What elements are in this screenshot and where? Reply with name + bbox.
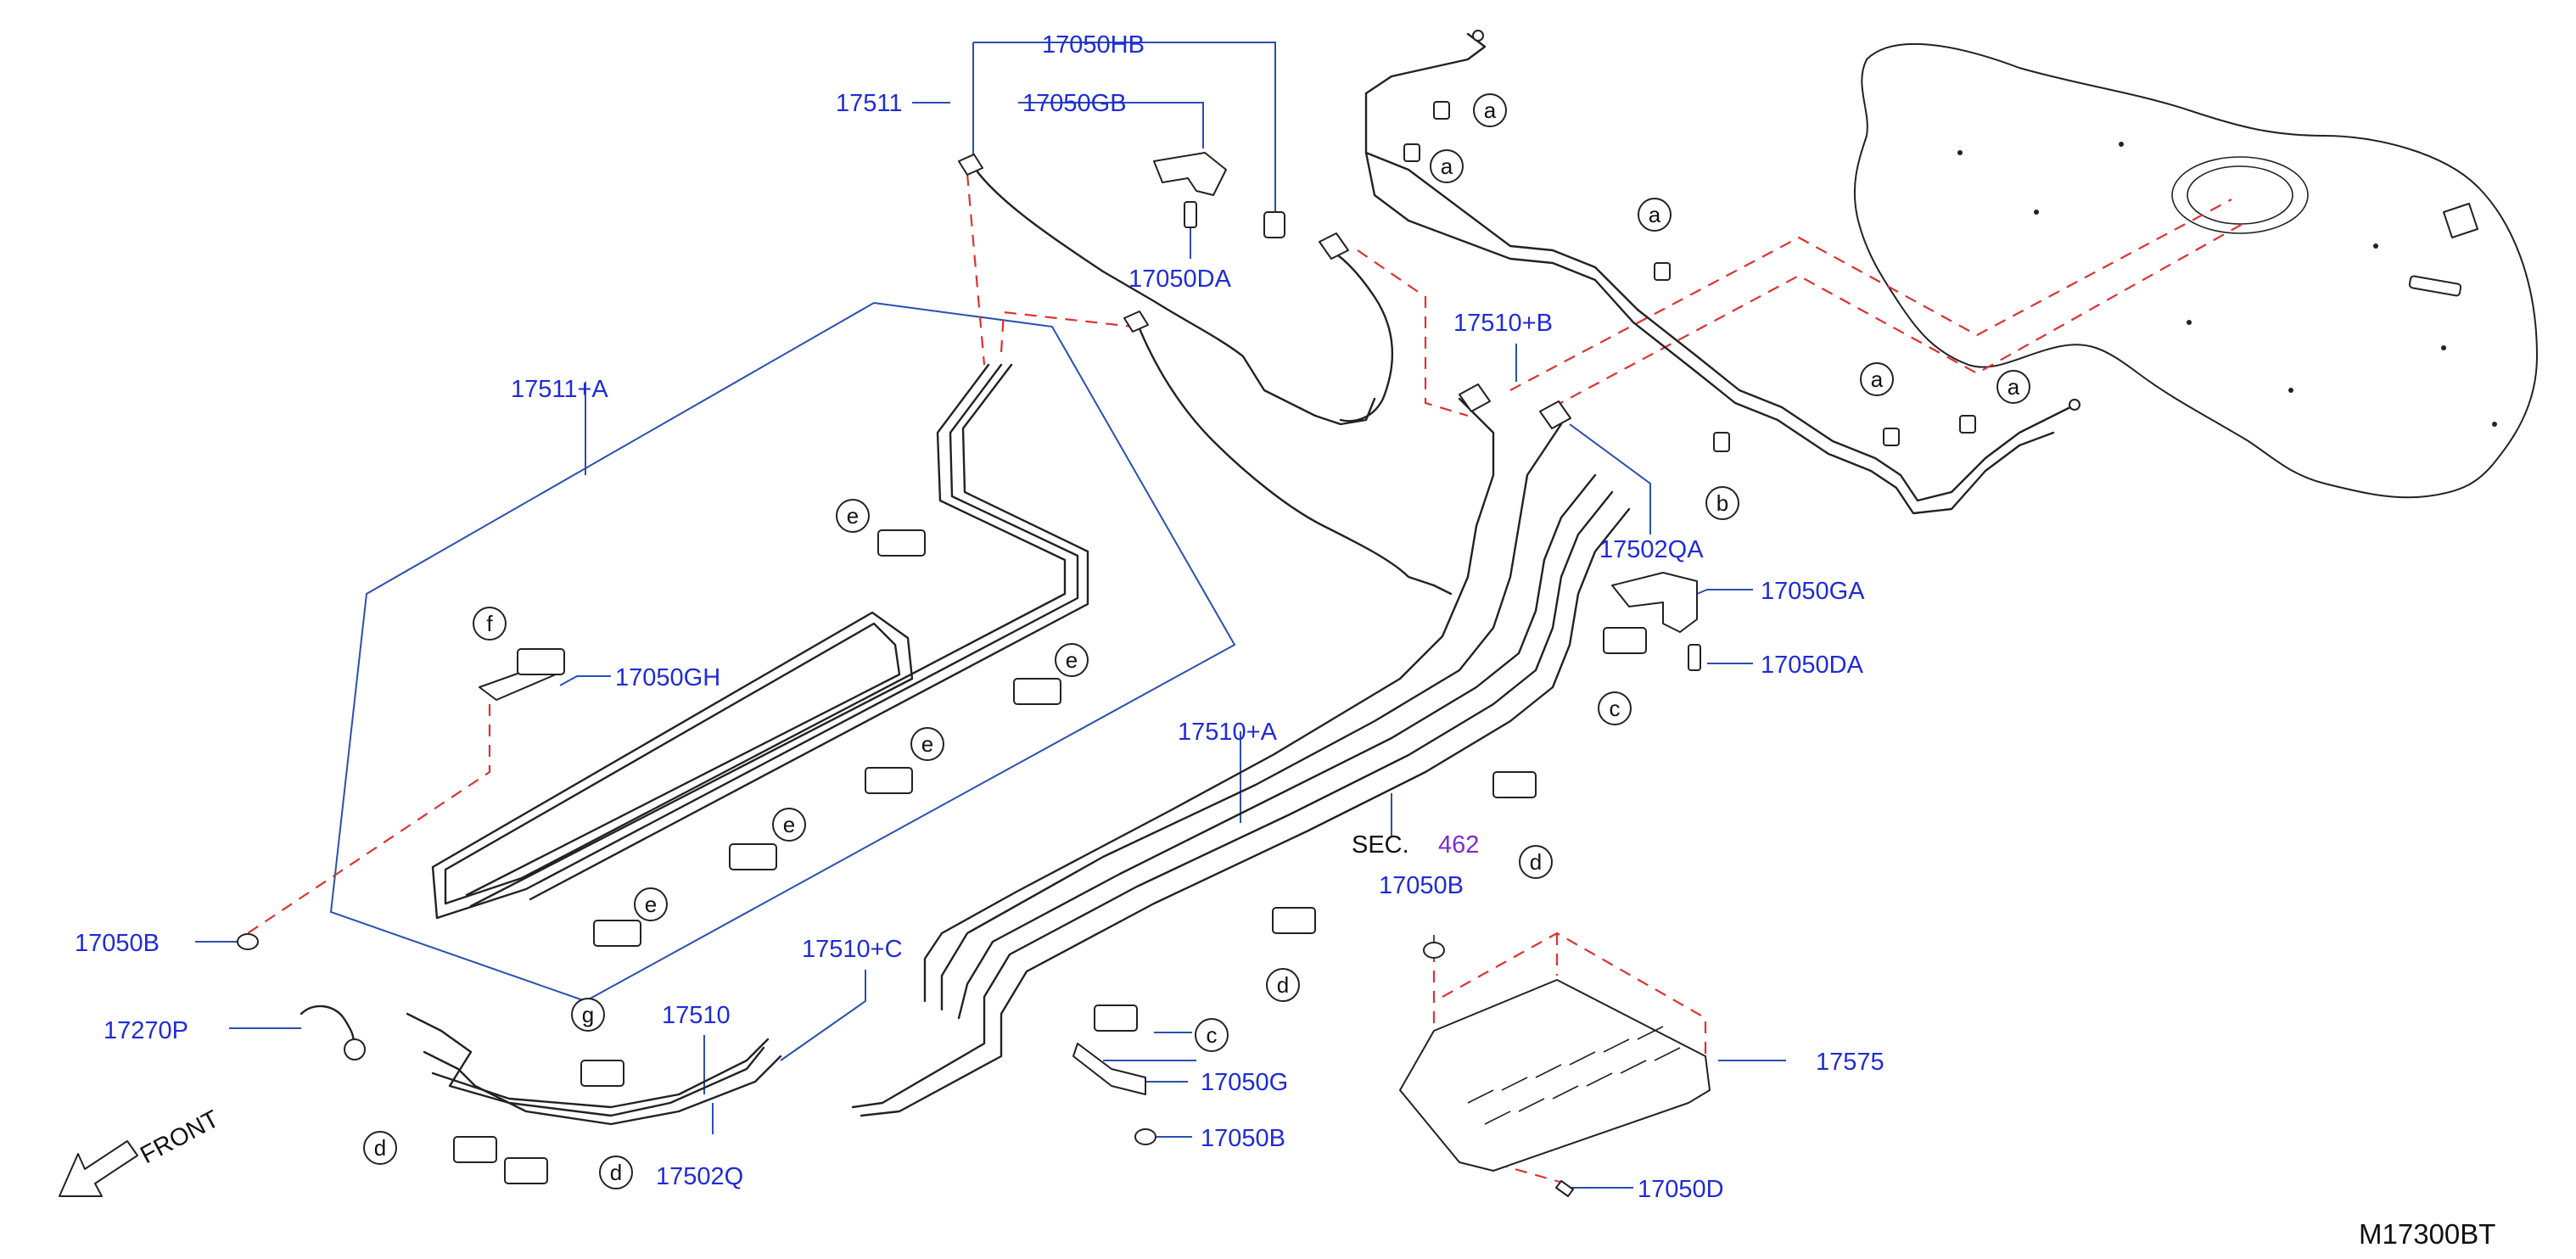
- svg-text:f: f: [486, 611, 493, 636]
- label-17050GB: 17050GB: [1022, 90, 1127, 117]
- label-17270P: 17270P: [104, 1017, 188, 1044]
- front-arrow-icon: [59, 1140, 138, 1197]
- callout-b: b: [1705, 486, 1739, 520]
- svg-text:a: a: [2008, 374, 2020, 400]
- callout-a: a: [1430, 149, 1464, 183]
- callout-a: a: [1473, 93, 1507, 127]
- callout-e: e: [910, 727, 944, 761]
- diagram-code: M17300BT: [2359, 1218, 2495, 1250]
- callout-circles: a a a a a b c c d d d d e e e e e f g: [363, 93, 2030, 1189]
- callout-d: d: [599, 1155, 633, 1189]
- part-labels: 17050HB 17511 17050GB 17050DA 17511+A 17…: [75, 31, 2495, 1250]
- callout-e: e: [836, 499, 870, 533]
- callout-e: e: [634, 887, 668, 921]
- label-17510C: 17510+C: [802, 936, 903, 963]
- svg-text:a: a: [1649, 202, 1661, 227]
- label-17511: 17511: [836, 90, 903, 117]
- svg-text:d: d: [610, 1160, 622, 1185]
- label-sec: SEC.: [1352, 831, 1409, 859]
- svg-text:a: a: [1441, 154, 1453, 179]
- label-17502QA: 17502QA: [1599, 536, 1704, 563]
- label-17050B-left: 17050B: [75, 930, 160, 957]
- label-17050B-bottom: 17050B: [1201, 1125, 1285, 1152]
- svg-text:a: a: [1484, 98, 1497, 123]
- svg-text:e: e: [1066, 647, 1078, 673]
- callout-c: c: [1598, 691, 1632, 725]
- front-label: FRONT: [136, 1105, 223, 1169]
- leader-lines: [195, 42, 1786, 1189]
- svg-text:d: d: [374, 1135, 386, 1161]
- fuel-pipes: [406, 32, 2072, 1126]
- callout-d: d: [1266, 968, 1300, 1002]
- callout-a: a: [1638, 198, 1672, 232]
- callout-f: f: [473, 607, 507, 641]
- label-17050GA: 17050GA: [1761, 578, 1865, 605]
- label-sec-number: 462: [1438, 831, 1479, 859]
- callout-g: g: [571, 998, 605, 1032]
- callout-a: a: [1860, 362, 1894, 396]
- label-17502Q: 17502Q: [656, 1163, 743, 1190]
- svg-text:e: e: [645, 892, 657, 917]
- clips-and-brackets: [237, 30, 2080, 1197]
- label-17050HB: 17050HB: [1042, 31, 1145, 59]
- label-17510: 17510: [662, 1002, 731, 1029]
- svg-text:d: d: [1277, 972, 1289, 998]
- label-17575: 17575: [1816, 1049, 1884, 1076]
- callout-e: e: [1055, 643, 1089, 677]
- under-cover-17575: [1399, 979, 1711, 1172]
- callout-c: c: [1195, 1018, 1229, 1052]
- svg-text:c: c: [1207, 1022, 1218, 1048]
- label-17050DA-top: 17050DA: [1128, 266, 1232, 293]
- svg-text:e: e: [847, 503, 859, 529]
- svg-text:a: a: [1871, 367, 1884, 392]
- svg-text:e: e: [783, 812, 795, 837]
- label-17050B-mid: 17050B: [1379, 872, 1464, 899]
- svg-text:b: b: [1716, 490, 1728, 516]
- svg-text:g: g: [582, 1002, 594, 1027]
- label-17510A: 17510+A: [1178, 719, 1278, 746]
- svg-text:c: c: [1610, 696, 1621, 721]
- label-17050DA-right: 17050DA: [1761, 652, 1864, 679]
- callout-a: a: [1996, 370, 2030, 404]
- label-17050D: 17050D: [1638, 1176, 1724, 1203]
- label-17050GH: 17050GH: [615, 664, 720, 691]
- callout-d: d: [1519, 845, 1553, 879]
- fuel-tank: [1853, 42, 2538, 499]
- callout-e: e: [772, 808, 806, 842]
- label-17050G: 17050G: [1201, 1069, 1288, 1096]
- svg-text:e: e: [921, 731, 933, 757]
- callout-d: d: [363, 1131, 397, 1165]
- label-17510B: 17510+B: [1453, 310, 1553, 337]
- svg-text:d: d: [1530, 849, 1542, 875]
- dashed-lines: [247, 173, 2249, 1185]
- label-17511A: 17511+A: [511, 376, 608, 403]
